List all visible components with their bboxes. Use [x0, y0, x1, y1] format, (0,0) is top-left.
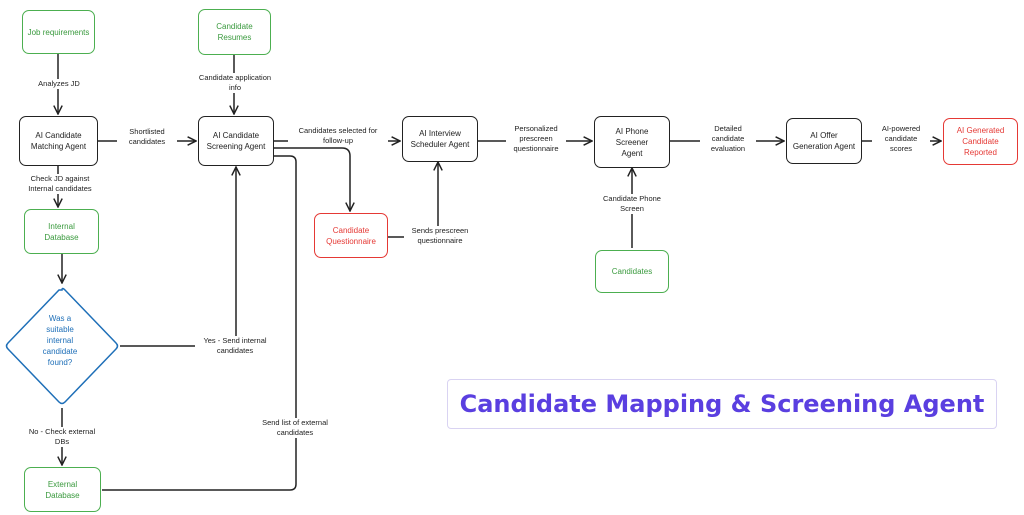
label-send-external: Send list of external candidates: [250, 418, 340, 438]
phone-screener-node: AI Phone Screener Agent: [594, 116, 670, 168]
label-phone-screen: Candidate Phone Screen: [595, 194, 669, 214]
edge-external-to-screening: [102, 155, 297, 491]
label-detailed-eval: Detailed candidate evaluation: [700, 124, 756, 154]
job-requirements-node: Job requirements: [22, 10, 95, 54]
offer-generation-node: AI Offer Generation Agent: [786, 118, 862, 164]
label-application-info: Candidate application info: [190, 73, 280, 93]
label-yes-send: Yes - Send internal candidates: [195, 336, 275, 356]
candidate-resumes-node: Candidate Resumes: [198, 9, 271, 55]
label-ai-scores: AI-powered candidate scores: [872, 124, 930, 154]
candidate-report-node: AI Generated Candidate Reported: [943, 118, 1018, 165]
matching-agent-node: AI Candidate Matching Agent: [19, 116, 98, 166]
label-sends-prescreen: Sends prescreen questionnaire: [404, 226, 476, 246]
internal-database-node: Internal Database: [24, 209, 99, 254]
decision-diamond: [5, 287, 119, 405]
label-selected-followup: Candidates selected for follow-up: [288, 126, 388, 146]
interview-scheduler-node: AI Interview Scheduler Agent: [402, 116, 478, 162]
diagram-title: Candidate Mapping & Screening Agent: [447, 379, 997, 429]
decision-text: Was a suitable internal candidate found?: [42, 314, 78, 367]
screening-agent-node: AI Candidate Screening Agent: [198, 116, 274, 166]
candidates-node: Candidates: [595, 250, 669, 293]
edge-screening-to-questionnaire: [274, 147, 350, 211]
label-analyzes-jd: Analyzes JD: [30, 79, 88, 89]
label-shortlisted: Shortlisted candidates: [117, 127, 177, 147]
candidate-questionnaire-node: Candidate Questionnaire: [314, 213, 388, 258]
external-database-node: External Database: [24, 467, 101, 512]
edge-yes-to-screening: [120, 167, 236, 347]
label-personalized: Personalized prescreen questionnaire: [506, 124, 566, 154]
label-check-jd: Check JD against Internal candidates: [18, 174, 102, 194]
label-no-check: No - Check external DBs: [20, 427, 104, 447]
